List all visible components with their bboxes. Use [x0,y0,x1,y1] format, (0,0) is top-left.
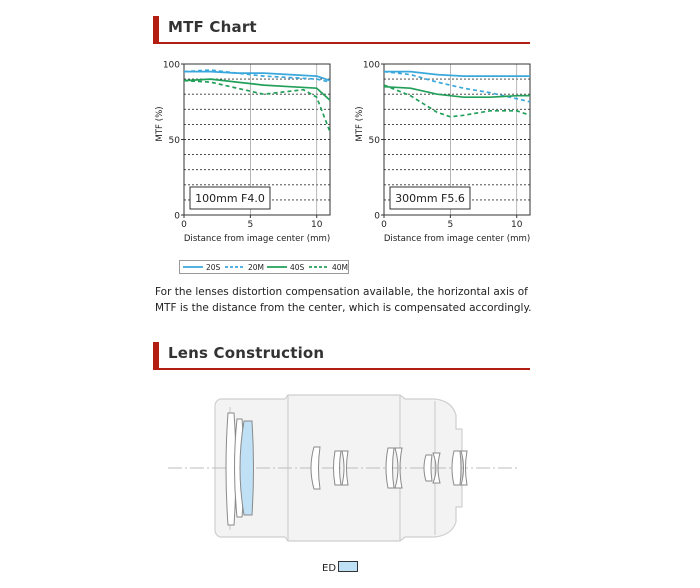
lens-element [341,450,349,486]
distortion-note: For the lenses distortion compensation a… [155,286,532,314]
x-axis-label: Distance from image center (mm) [384,234,530,244]
legend-label: 40M [332,263,348,272]
y-axis-label: MTF (%) [355,106,365,141]
x-tick-label: 5 [447,220,453,230]
chart-title: 300mm F5.6 [395,192,465,205]
y-tick-label: 100 [363,61,380,71]
chart-title-box [189,186,271,210]
section-accent-bar [153,16,159,42]
y-tick-label: 0 [174,212,180,222]
series-line-40s [183,78,331,101]
series-line-20m [383,70,531,103]
series-line-20m [183,69,331,83]
series-line-20s [384,70,530,77]
ed-lens-element [239,420,254,516]
lens-section-header: Lens Construction [153,342,530,370]
lens-element [423,454,433,482]
section-accent-bar [153,342,159,368]
series-line-40m [383,84,531,118]
y-tick-label: 100 [163,61,180,71]
lens-construction-diagram [168,394,518,542]
y-tick-label: 50 [369,136,381,146]
x-tick-label: 5 [247,220,253,230]
series-line-40s [383,85,530,99]
lens-element [460,450,468,486]
mtf-section-title: MTF Chart [168,18,257,36]
lens-element [451,450,462,486]
y-axis-label: MTF (%) [155,106,165,141]
x-tick-label: 10 [511,220,523,230]
x-tick-label: 0 [181,220,187,230]
ed-legend: ED [322,561,359,574]
y-tick-label: 0 [374,212,380,222]
x-axis-label: Distance from image center (mm) [184,234,330,244]
chart-title: 100mm F4.0 [195,192,265,205]
legend-label: 40S [290,263,305,272]
lens-element [432,452,441,484]
lens-element [333,450,342,486]
legend-label: 20S [206,263,221,272]
lens-element [310,446,321,490]
lens-element [394,447,403,489]
chart-title-box [389,186,471,210]
lens-section-title: Lens Construction [168,344,325,362]
series-line-40m [183,79,331,133]
lens-element [385,447,395,489]
y-tick-label: 50 [169,136,181,146]
mtf-section-header: MTF Chart [153,16,530,44]
series-line-20s [184,70,331,82]
legend-label: 20M [248,263,264,272]
ed-label: ED [322,563,337,574]
x-tick-label: 0 [381,220,387,230]
ed-swatch [338,561,359,572]
x-tick-label: 10 [311,220,323,230]
legend-frame [179,260,349,274]
mtf-legend: 20S 20M 40S 40M [179,260,349,274]
